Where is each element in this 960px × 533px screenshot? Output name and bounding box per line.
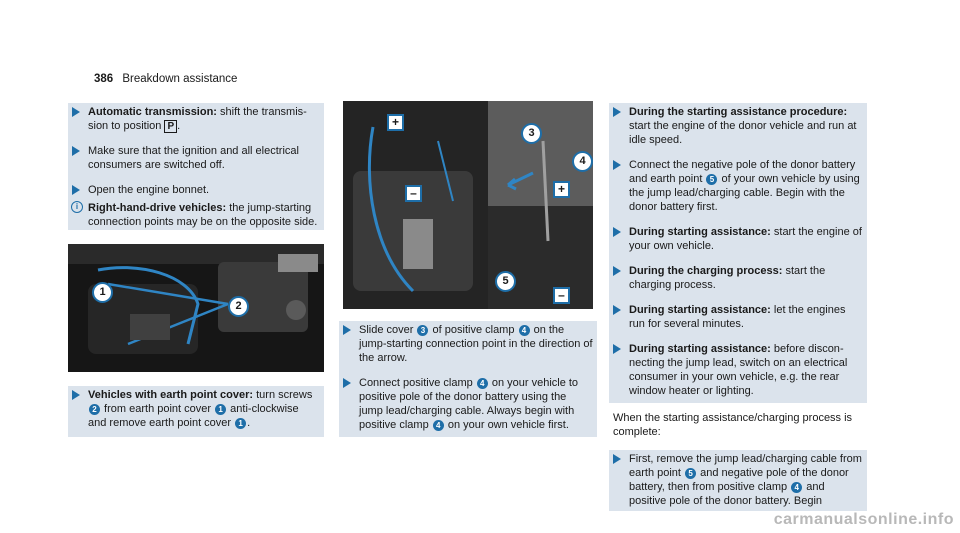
step-text: Open the engine bonnet. [88, 184, 210, 196]
callout-3: 3 [521, 123, 542, 144]
step-text: of positive clamp [429, 324, 518, 336]
note-label: Right-hand-drive vehicles: [88, 202, 227, 214]
step-label: During starting assistance: [629, 226, 771, 238]
callout-5: 5 [495, 271, 516, 292]
step-text: let the engines run for several minutes. [629, 304, 846, 330]
step-ignition-off: Make sure that the ignition and all elec… [68, 144, 324, 172]
step-charging: During the charging process: start the c… [609, 264, 867, 292]
badge-5: 5 [685, 468, 697, 479]
step-text: on the jump-starting connection point in… [359, 324, 593, 364]
step-text: start the engine of the donor vehicle an… [629, 120, 857, 146]
step-arrow-icon [72, 390, 80, 400]
step-text: and positive pole of the donor battery. … [629, 481, 825, 507]
step-text: start the charging process. [629, 265, 826, 291]
step-arrow-icon [613, 107, 621, 117]
step-label: During starting assistance: [629, 304, 771, 316]
step-label: During starting assistance: [629, 343, 771, 355]
instruction-block-3: Slide cover 3 of positive clamp 4 on the… [339, 321, 597, 437]
step-text: turn screws [253, 389, 313, 401]
step-text: Connect positive clamp [359, 377, 476, 389]
step-arrow-icon [72, 146, 80, 156]
watermark: carmanualsonline.info [773, 511, 954, 528]
badge-1: 1 [235, 418, 247, 429]
step-text: before discon­necting the jump lead, swi… [629, 343, 848, 397]
badge-4: 4 [432, 420, 444, 431]
callout-2: 2 [228, 296, 249, 317]
step-connect-negative: Connect the negative pole of the donor b… [609, 158, 867, 214]
step-arrow-icon [613, 344, 621, 354]
step-open-bonnet: Open the engine bonnet. [68, 183, 324, 197]
step-arrow-icon [72, 107, 80, 117]
step-text: anti-clockwise and remove earth point co… [88, 403, 299, 429]
badge-3: 3 [417, 325, 429, 336]
donor-positive-label: + [553, 181, 570, 198]
step-run-engines: During starting assistance: let the engi… [609, 303, 867, 331]
step-text: Make sure that the ignition and all elec… [88, 145, 299, 171]
step-text: from earth point cover [101, 403, 215, 415]
page-number: 386 [94, 73, 114, 85]
info-icon: i [71, 201, 83, 213]
step-arrow-icon [613, 266, 621, 276]
badge-4: 4 [476, 378, 488, 389]
badge-4: 4 [518, 325, 530, 336]
step-text: Slide cover [359, 324, 417, 336]
jump-start-figure: + – + – 3 4 5 [343, 101, 593, 309]
page-header: 386 Breakdown assistance [94, 72, 237, 86]
step-arrow-icon [72, 185, 80, 195]
note-rhd: i Right-hand-drive vehicles: the jump-st… [68, 201, 324, 229]
column-1: Automatic transmission: shift the transm… [68, 103, 324, 437]
step-label: During the charging process: [629, 265, 783, 277]
section-title: Breakdown assistance [122, 73, 238, 85]
badge-2: 2 [89, 404, 100, 415]
step-label: Automatic transmission: [88, 106, 217, 118]
step-text: shift the transmis­sion to position [88, 106, 307, 132]
step-text: on your vehicle to positive pole of the … [359, 377, 579, 431]
instruction-block-1: Automatic transmission: shift the transm… [68, 103, 324, 230]
step-arrow-icon [613, 305, 621, 315]
step-switch-consumer: During starting assistance: before disco… [609, 342, 867, 398]
step-connect-positive: Connect positive clamp 4 on your vehicle… [339, 376, 597, 432]
note-text: the jump-start­ing connection points may… [88, 202, 318, 228]
step-slide-cover: Slide cover 3 of positive clamp 4 on the… [339, 323, 597, 365]
step-text: Connect the negative pole of the donor b… [629, 159, 856, 185]
step-arrow-icon [343, 325, 351, 335]
instruction-block-4: During the starting assistance proce­dur… [609, 103, 867, 403]
step-label: Vehicles with earth point cover: [88, 389, 254, 401]
step-text: of your own vehicle by using the jump le… [629, 173, 860, 213]
step-automatic-transmission: Automatic transmission: shift the transm… [68, 105, 324, 133]
step-text: and negative pole of the donor battery, … [629, 467, 849, 493]
step-text: start the engine of your own vehicle. [629, 226, 862, 252]
step-earth-point-cover: Vehicles with earth point cover: turn sc… [68, 388, 324, 430]
donor-negative-label: – [553, 287, 570, 304]
step-remove-lead: First, remove the jump lead/charging cab… [609, 452, 867, 508]
step-arrow-icon [613, 454, 621, 464]
positive-terminal-label: + [387, 114, 404, 131]
negative-terminal-label: – [405, 185, 422, 202]
engine-bay-illustration [68, 244, 324, 372]
instruction-block-2: Vehicles with earth point cover: turn sc… [68, 386, 324, 437]
column-2: + – + – 3 4 5 Slide cover 3 of positive … [339, 101, 597, 437]
jump-start-illustration [343, 101, 593, 309]
badge-5: 5 [706, 174, 718, 185]
step-arrow-icon [613, 227, 621, 237]
step-arrow-icon [613, 160, 621, 170]
column-3: During the starting assistance proce­dur… [609, 103, 867, 511]
step-text: on your own vehicle first. [444, 419, 569, 431]
step-start-own: During starting assistance: start the en… [609, 225, 867, 253]
step-text: First, remove the jump lead/charging cab… [629, 453, 862, 479]
engine-bay-figure: 1 2 [68, 244, 324, 372]
instruction-block-5: First, remove the jump lead/charging cab… [609, 450, 867, 511]
step-arrow-icon [343, 378, 351, 388]
step-label: During the starting assistance proce­dur… [629, 106, 848, 118]
park-gear-icon: P [164, 120, 178, 133]
callout-4: 4 [572, 151, 593, 172]
step-start-donor: During the starting assistance proce­dur… [609, 105, 867, 147]
badge-1: 1 [215, 404, 227, 415]
completion-paragraph: When the starting assistance/charging pr… [613, 412, 853, 438]
callout-1: 1 [92, 282, 113, 303]
badge-4: 4 [791, 482, 803, 493]
